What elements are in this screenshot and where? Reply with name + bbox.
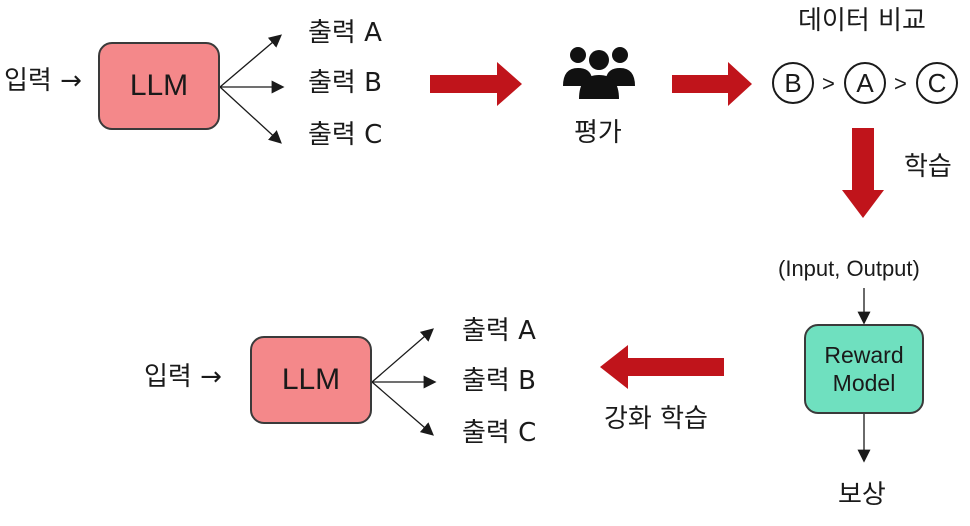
top-input-label: 입력 →: [4, 66, 82, 96]
fanout-arrow-a: [219, 34, 282, 88]
big-arrow-to-comparison: [672, 62, 752, 106]
fanout-arrow-a: [371, 328, 434, 383]
top-fanout-arrows: [219, 34, 285, 144]
fanout-arrow-c: [219, 86, 282, 144]
rank-letter-3: C: [927, 67, 947, 98]
bottom-fanout-arrows: [371, 328, 437, 436]
train-label: 학습: [904, 152, 952, 182]
greater-than-2: >: [894, 71, 907, 96]
rank-circle-2: A: [844, 62, 886, 104]
evaluation-label: 평가: [574, 118, 622, 148]
greater-than-1: >: [822, 71, 835, 96]
rank-circle-3: C: [916, 62, 958, 104]
llm-label: LLM: [281, 363, 341, 396]
compare-title: 데이터 비교: [798, 6, 926, 36]
top-output-c: 출력 C: [308, 120, 383, 150]
rank-letter-1: B: [784, 67, 802, 98]
top-output-a: 출력 A: [308, 18, 382, 48]
reward-model-line1: Reward: [824, 342, 904, 368]
reward-label: 보상: [838, 480, 886, 510]
big-arrow-to-rl: [600, 345, 724, 389]
rank-letter-2: A: [856, 67, 874, 98]
bottom-llm-box: LLM: [250, 336, 372, 424]
top-llm-box: LLM: [98, 42, 220, 130]
llm-label: LLM: [129, 69, 189, 102]
input-output-label: (Input, Output): [778, 256, 920, 281]
bottom-output-b: 출력 B: [462, 366, 536, 396]
people-group-icon: [563, 47, 635, 99]
rank-circle-1: B: [772, 62, 814, 104]
bottom-input-label: 입력 →: [144, 362, 222, 392]
reward-model-line2: Model: [832, 370, 896, 396]
fanout-arrow-c: [371, 381, 434, 436]
bottom-output-c: 출력 C: [462, 418, 537, 448]
bottom-output-a: 출력 A: [462, 316, 536, 346]
top-output-b: 출력 B: [308, 68, 382, 98]
rl-label: 강화 학습: [604, 404, 708, 434]
reward-model-box: Reward Model: [804, 324, 924, 414]
big-arrow-to-evaluation: [430, 62, 522, 106]
big-arrow-down-training: [842, 128, 884, 218]
